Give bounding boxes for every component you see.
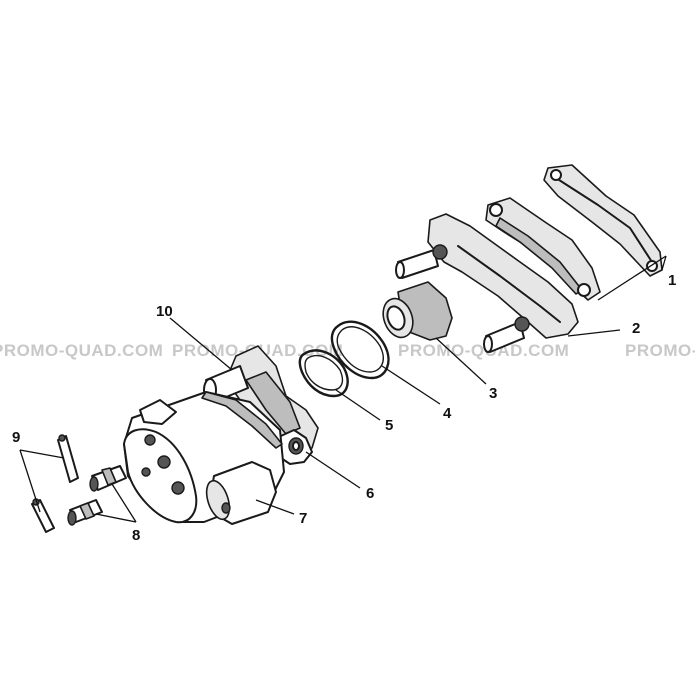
leader-4 bbox=[381, 365, 441, 405]
leader-7 bbox=[255, 499, 295, 515]
leader-8b bbox=[95, 513, 137, 523]
slide-pin-boot bbox=[205, 461, 277, 525]
leader-8a bbox=[111, 483, 137, 523]
callout-2: 2 bbox=[632, 320, 640, 337]
caliper-piston bbox=[382, 281, 453, 341]
leader-6 bbox=[305, 451, 361, 489]
brake-pad-inner bbox=[485, 197, 601, 301]
leader-1b bbox=[661, 255, 667, 271]
leader-lines bbox=[19, 255, 667, 523]
leader-9b bbox=[19, 449, 41, 513]
callout-1: 1 bbox=[668, 272, 676, 289]
leader-2 bbox=[567, 329, 621, 337]
leader-3 bbox=[435, 337, 487, 385]
callout-5: 5 bbox=[385, 417, 393, 434]
leader-10 bbox=[169, 317, 233, 371]
watermark-strip: PROMO-QUAD.COM PROMO-QUAD.COM PROMO-QUAD… bbox=[0, 341, 695, 360]
watermark-text-3: PROMO-QUAD.COM bbox=[398, 341, 569, 360]
callout-3: 3 bbox=[489, 385, 497, 402]
callout-9: 9 bbox=[12, 429, 20, 446]
leader-9a bbox=[19, 449, 65, 459]
leader-1a bbox=[597, 255, 667, 301]
leader-5 bbox=[335, 389, 381, 421]
callout-6: 6 bbox=[366, 485, 374, 502]
callout-labels: 1 2 3 4 5 6 7 8 9 10 bbox=[12, 272, 676, 544]
callout-8: 8 bbox=[132, 527, 140, 544]
callout-10: 10 bbox=[156, 303, 173, 320]
callout-4: 4 bbox=[443, 405, 452, 422]
callout-7: 7 bbox=[299, 510, 307, 527]
piston-seal-inner bbox=[298, 349, 349, 398]
watermark-text-1: PROMO-QUAD.COM bbox=[0, 341, 163, 360]
watermark-text-4: PROMO-QUAD bbox=[625, 341, 695, 360]
bleeder-screws bbox=[67, 465, 127, 526]
mounting-bracket bbox=[395, 213, 579, 353]
piston-seal-outer bbox=[330, 320, 390, 380]
